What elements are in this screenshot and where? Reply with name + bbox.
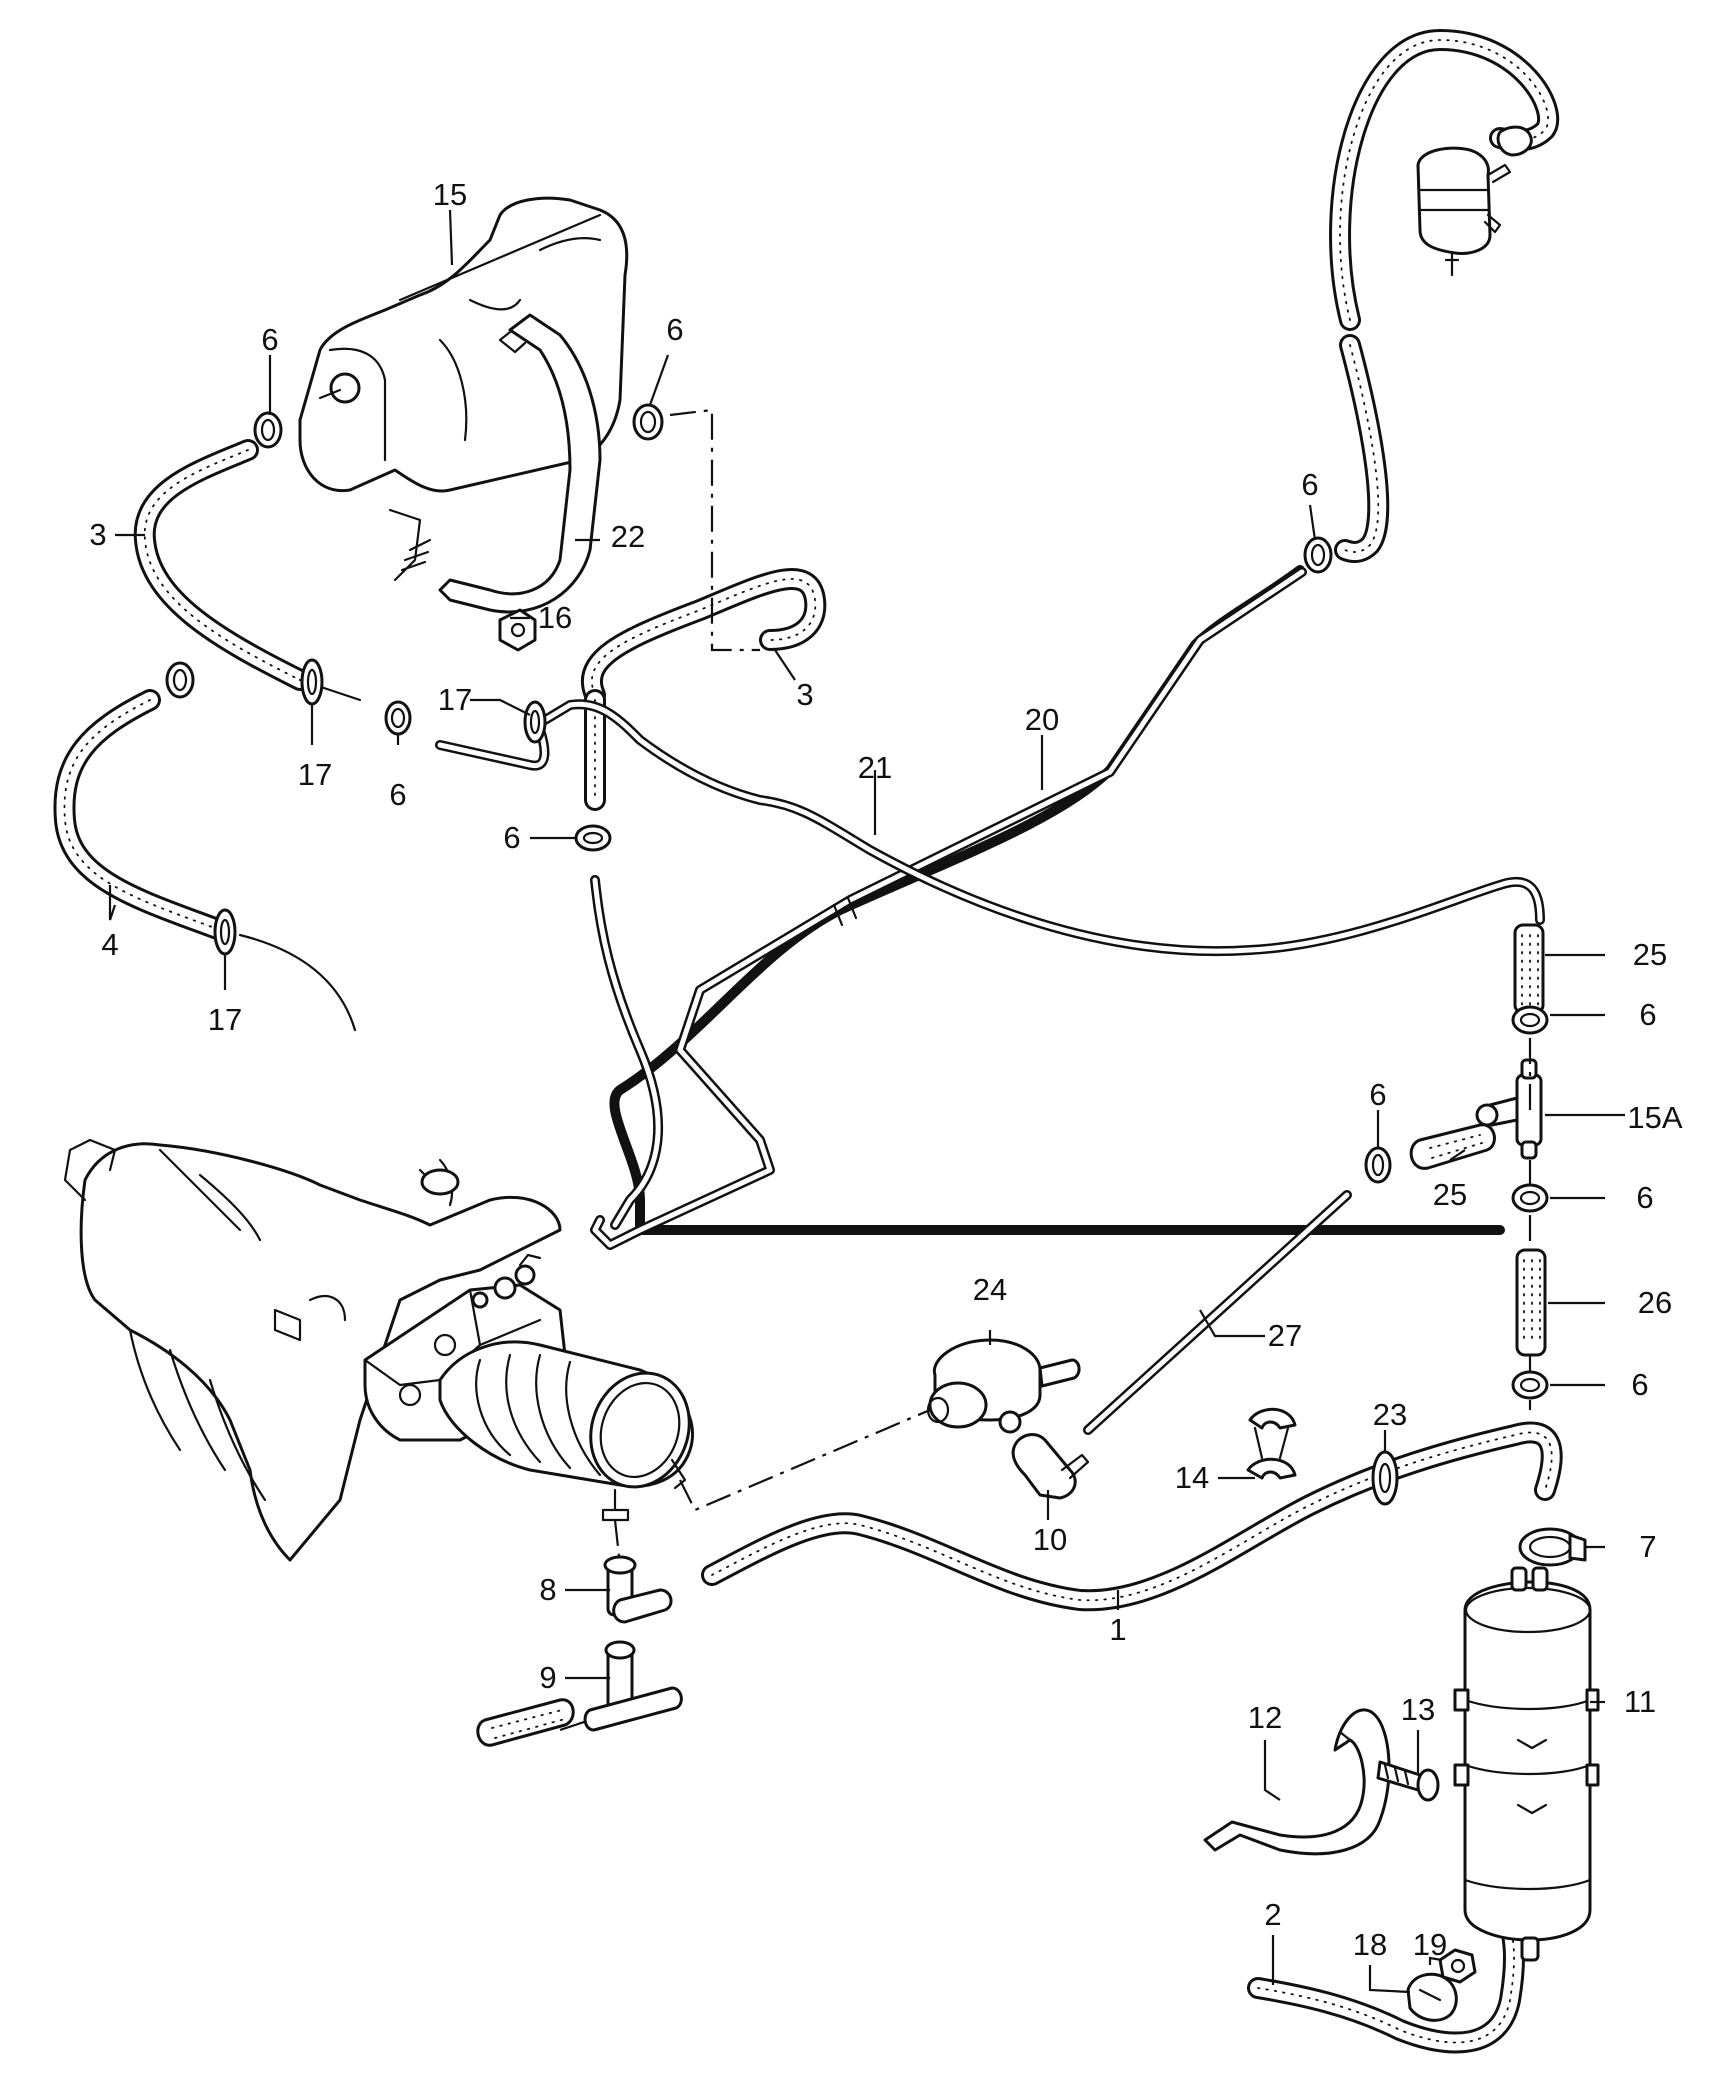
nut-16 bbox=[498, 608, 537, 652]
line-20-path bbox=[590, 567, 1307, 1250]
clamp-6-a bbox=[253, 411, 283, 449]
grommet-17-a bbox=[300, 658, 324, 706]
clamp-6-d bbox=[384, 700, 412, 736]
callout-labels: 15 6 6 3 22 16 3 17 17 6 20 21 6 6 4 17 … bbox=[89, 177, 1683, 1962]
callout-6: 6 bbox=[503, 820, 520, 855]
callout-26: 26 bbox=[1638, 1285, 1672, 1320]
clamp-7 bbox=[1518, 1527, 1587, 1567]
callout-6: 6 bbox=[261, 322, 278, 357]
callout-6: 6 bbox=[666, 312, 683, 347]
intake-boot bbox=[438, 1340, 695, 1522]
callout-24: 24 bbox=[973, 1272, 1007, 1307]
bracket-12 bbox=[1203, 1708, 1391, 1856]
nut-19 bbox=[1438, 1948, 1477, 1984]
hose-9-stub bbox=[476, 1698, 575, 1747]
callout-15A: 15A bbox=[1627, 1100, 1682, 1135]
callout-20: 20 bbox=[1025, 702, 1059, 737]
callout-1: 1 bbox=[1109, 1612, 1126, 1647]
clamp-6-f bbox=[1511, 1005, 1549, 1035]
connector-8 bbox=[603, 1555, 673, 1624]
callout-6: 6 bbox=[1639, 997, 1656, 1032]
callout-3: 3 bbox=[796, 677, 813, 712]
line-21 bbox=[540, 699, 1545, 957]
callout-8: 8 bbox=[539, 1572, 556, 1607]
hose-upper-right bbox=[1329, 29, 1560, 563]
clamp-6-b bbox=[632, 403, 664, 441]
hose-4 bbox=[53, 689, 357, 1032]
screw-13 bbox=[1376, 1760, 1440, 1802]
callout-6: 6 bbox=[1631, 1367, 1648, 1402]
callout-19: 19 bbox=[1413, 1927, 1447, 1962]
washer-pump bbox=[1416, 125, 1533, 277]
callout-17: 17 bbox=[438, 682, 472, 717]
connector-9 bbox=[583, 1640, 683, 1732]
grommet-17-c bbox=[213, 908, 237, 956]
callout-9: 9 bbox=[539, 1660, 556, 1695]
strap-22 bbox=[438, 313, 602, 614]
callout-25: 25 bbox=[1633, 937, 1667, 972]
clip-14 bbox=[1246, 1407, 1297, 1480]
leader-lines bbox=[108, 209, 1625, 1994]
hose-26 bbox=[1515, 1248, 1547, 1357]
callout-4: 4 bbox=[101, 927, 118, 962]
line-6-lower bbox=[590, 875, 664, 1230]
hose-1-main bbox=[701, 1421, 1563, 1612]
callout-2: 2 bbox=[1264, 1897, 1281, 1932]
clamp-6-i bbox=[1511, 1370, 1549, 1400]
callout-11: 11 bbox=[1624, 1684, 1656, 1719]
callout-7: 7 bbox=[1639, 1529, 1656, 1564]
hose-25-upper bbox=[1513, 923, 1545, 1015]
callout-6: 6 bbox=[389, 777, 406, 812]
hose-2 bbox=[1247, 1924, 1526, 2054]
clip-18 bbox=[1406, 1972, 1458, 2022]
callout-6: 6 bbox=[1636, 1180, 1653, 1215]
callout-10: 10 bbox=[1033, 1522, 1067, 1557]
clamp-6-h bbox=[1511, 1183, 1549, 1213]
callout-25: 25 bbox=[1433, 1177, 1467, 1212]
hose-3-center bbox=[580, 568, 827, 811]
callout-18: 18 bbox=[1353, 1927, 1387, 1962]
callout-22: 22 bbox=[611, 519, 645, 554]
elbow-10 bbox=[1011, 1433, 1090, 1500]
valve-24 bbox=[926, 1338, 1081, 1434]
callout-27: 27 bbox=[1268, 1318, 1302, 1353]
grommet-23 bbox=[1371, 1450, 1399, 1506]
clamp-6-j bbox=[165, 661, 195, 699]
callout-21: 21 bbox=[858, 750, 892, 785]
callout-23: 23 bbox=[1373, 1397, 1407, 1432]
canister-11 bbox=[1453, 1566, 1600, 1962]
callout-6: 6 bbox=[1369, 1077, 1386, 1112]
callout-15: 15 bbox=[433, 177, 467, 212]
hose-25-middle bbox=[1409, 1123, 1496, 1170]
callout-3: 3 bbox=[89, 517, 106, 552]
intake-manifold bbox=[63, 1138, 562, 1562]
assembly-lines bbox=[559, 408, 1532, 1732]
callout-16: 16 bbox=[538, 600, 572, 635]
callout-12: 12 bbox=[1248, 1700, 1282, 1735]
line-27 bbox=[1083, 1190, 1352, 1435]
callout-6: 6 bbox=[1301, 467, 1318, 502]
reservoir-15 bbox=[298, 196, 629, 582]
callout-17: 17 bbox=[298, 757, 332, 792]
clamp-6-g bbox=[1364, 1146, 1392, 1184]
grommet-17-b bbox=[523, 700, 547, 744]
callout-17: 17 bbox=[208, 1002, 242, 1037]
clamp-6-e bbox=[574, 824, 612, 852]
callout-14: 14 bbox=[1175, 1460, 1209, 1495]
callout-13: 13 bbox=[1401, 1692, 1435, 1727]
clamp-6-c bbox=[1303, 536, 1333, 574]
